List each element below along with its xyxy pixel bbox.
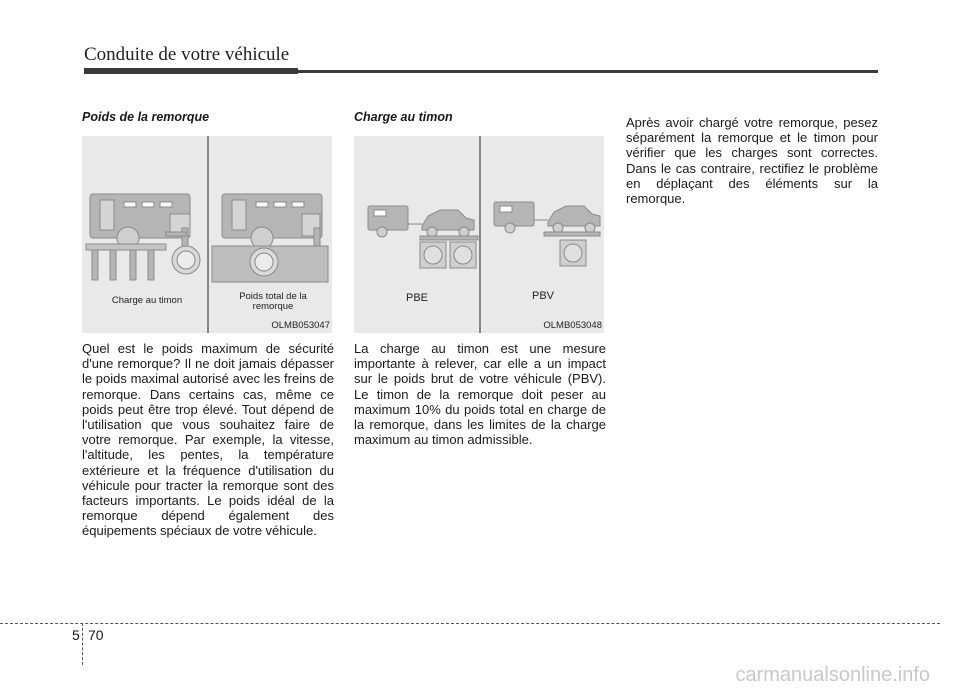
- figure-label-pbv: PBV: [532, 290, 555, 302]
- figure-label-tongue-load: Charge au timon: [111, 295, 183, 306]
- column-tongue-load: Charge au timon: [354, 110, 606, 447]
- figure-label-pbe: PBE: [406, 292, 429, 304]
- figure-code: OLMB053047: [271, 320, 330, 331]
- figure-code: OLMB053048: [543, 320, 602, 331]
- chapter-title: Conduite de votre véhicule: [84, 44, 290, 65]
- figure-label-total-weight: Poids total de la remorque: [239, 291, 307, 312]
- footer-rule: [0, 623, 940, 624]
- column-trailer-weight: Poids de la remorque: [82, 110, 334, 539]
- column-weigh-check: Après avoir chargé votre remorque, pesez…: [626, 115, 878, 206]
- body-paragraph: La charge au timon est une mesure import…: [354, 341, 606, 448]
- trailer-weighing-illustration: [85, 136, 329, 333]
- body-paragraph: Quel est le poids maximum de sécurité d'…: [82, 341, 334, 539]
- section-title: Charge au timon: [354, 110, 453, 124]
- header-rule: [84, 70, 878, 73]
- section-title: Poids de la remorque: [82, 110, 210, 124]
- watermark: carmanualsonline.info: [735, 664, 930, 686]
- body-paragraph: Après avoir chargé votre remorque, pesez…: [626, 115, 878, 207]
- figure-tongue-load: PBE PBV OLMB053048: [354, 136, 604, 333]
- page-number: 70: [88, 627, 104, 643]
- tongue-load-illustration: [367, 136, 601, 333]
- section-number: 5: [72, 627, 80, 643]
- footer-divider: [82, 623, 83, 665]
- header-rule-accent: [84, 68, 298, 74]
- figure-trailer-weight: Charge au timon Poids total de la remorq…: [82, 136, 332, 333]
